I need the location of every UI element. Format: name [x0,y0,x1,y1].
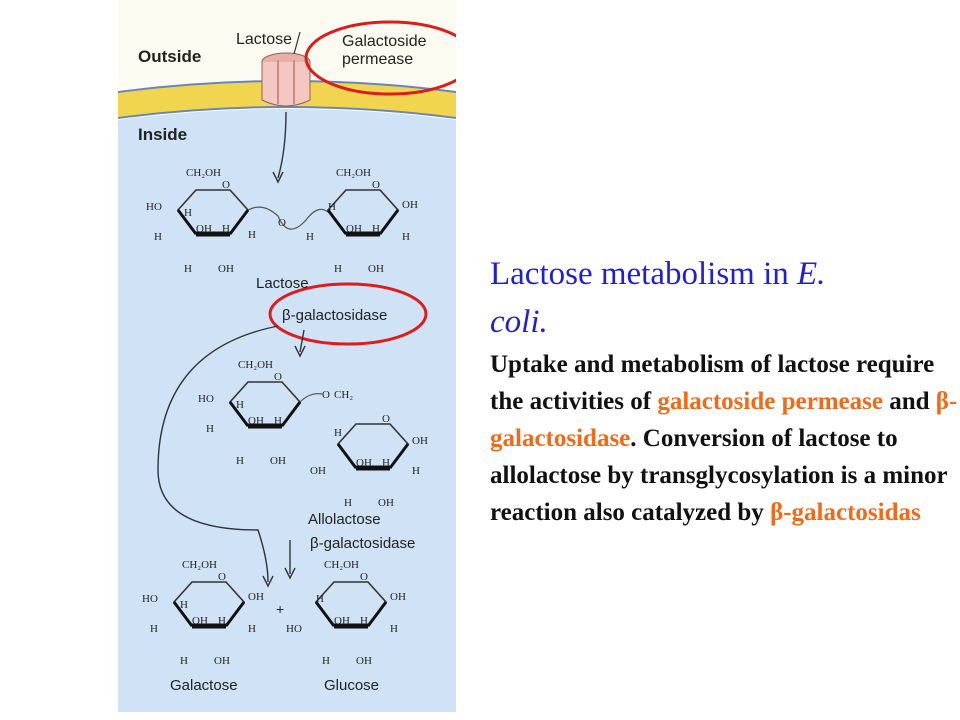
svg-text:H: H [248,623,256,635]
svg-text:O: O [218,571,226,583]
svg-text:H: H [334,263,342,275]
svg-text:OH: OH [356,655,372,667]
svg-text:H: H [222,223,230,235]
caption-body: Uptake and metabolism of lactose require… [490,351,958,526]
svg-text:OH: OH [270,455,286,467]
svg-text:H: H [316,593,324,605]
lactose-molecule: CH₂OH O HO H OH H H H H OH O CH₂OH O H O… [146,167,418,275]
svg-text:CH₂OH: CH₂OH [324,559,359,571]
svg-text:OH: OH [214,655,230,667]
cytoplasm-region [118,109,456,712]
svg-text:H: H [206,423,214,435]
svg-text:H: H [236,399,244,411]
svg-text:H: H [236,455,244,467]
svg-text:H: H [328,201,336,213]
glucose-molecule: CH₂OH O H OH OH H HO H H OH [286,559,406,667]
svg-text:H: H [382,457,390,469]
enzyme-label-1: β-galactosidase [282,307,387,324]
galactosidase-highlight-circle [268,282,428,346]
svg-text:H: H [180,599,188,611]
allolactose-molecule: CH₂OH O HO H OH H H H OH O CH₂ O H OH OH… [198,359,428,509]
plus-sign: + [276,601,284,617]
caption-title: Lactose metabolism in E.coli. [490,256,826,340]
svg-text:OH: OH [334,615,350,627]
svg-text:H: H [412,465,420,477]
svg-text:H: H [218,615,226,627]
svg-text:OH: OH [218,263,234,275]
outside-label: Outside [138,47,201,66]
svg-text:HO: HO [142,593,158,605]
enzyme-label-2: β-galactosidase [310,535,415,552]
svg-text:H: H [274,415,282,427]
svg-text:HO: HO [146,201,162,213]
svg-text:O: O [222,179,230,191]
lactose-label: Lactose [256,275,309,292]
svg-text:O: O [322,389,330,401]
permease-protein-shape [261,52,311,107]
svg-text:O: O [274,371,282,383]
lactose-top-label: Lactose [236,31,292,48]
svg-text:OH: OH [356,457,372,469]
svg-text:H: H [184,263,192,275]
svg-text:H: H [248,229,256,241]
svg-text:CH₂OH: CH₂OH [238,359,273,371]
svg-text:O: O [372,179,380,191]
highlight-beta-galactosidas: β-galactosidas [770,499,921,526]
permease-highlight-circle [304,20,456,96]
svg-text:H: H [150,623,158,635]
svg-text:OH: OH [196,223,212,235]
svg-text:O: O [278,217,286,229]
svg-text:OH: OH [402,199,418,211]
svg-text:OH: OH [310,465,326,477]
highlight-beta-galactosidase: β-galactosidase [490,388,958,452]
svg-text:OH: OH [412,435,428,447]
allolactose-label: Allolactose [308,511,381,528]
svg-text:H: H [344,497,352,509]
svg-text:H: H [334,427,342,439]
permease-label-line1: Galactoside [342,33,427,50]
svg-text:H: H [180,655,188,667]
svg-text:O: O [360,571,368,583]
svg-text:CH₂OH: CH₂OH [336,167,371,179]
permease-label-line2: permease [342,51,413,68]
svg-text:OH: OH [346,223,362,235]
svg-text:OH: OH [248,591,264,603]
glucose-label: Glucose [324,677,379,694]
svg-text:HO: HO [286,623,302,635]
svg-text:H: H [390,623,398,635]
svg-text:H: H [154,231,162,243]
svg-text:OH: OH [192,615,208,627]
svg-text:H: H [402,231,410,243]
svg-text:H: H [372,223,380,235]
svg-text:CH₂: CH₂ [334,389,353,401]
svg-text:H: H [306,231,314,243]
galactose-label: Galactose [170,677,238,694]
galactose-molecule: CH₂OH O HO OH H OH H H H H OH [142,559,264,667]
inside-label: Inside [138,125,187,144]
svg-text:CH₂OH: CH₂OH [186,167,221,179]
highlight-galactoside-permease: galactoside permease [657,388,883,415]
caption-panel: Lactose metabolism in E.coli. Uptake and… [490,250,960,531]
svg-text:CH₂OH: CH₂OH [182,559,217,571]
svg-text:HO: HO [198,393,214,405]
svg-text:H: H [184,207,192,219]
lactose-metabolism-diagram: Outside Inside Lactose Galactoside perme… [118,0,456,712]
svg-text:OH: OH [378,497,394,509]
svg-text:OH: OH [368,263,384,275]
svg-text:OH: OH [248,415,264,427]
svg-text:O: O [382,413,390,425]
svg-text:H: H [360,615,368,627]
svg-text:OH: OH [390,591,406,603]
svg-text:H: H [322,655,330,667]
